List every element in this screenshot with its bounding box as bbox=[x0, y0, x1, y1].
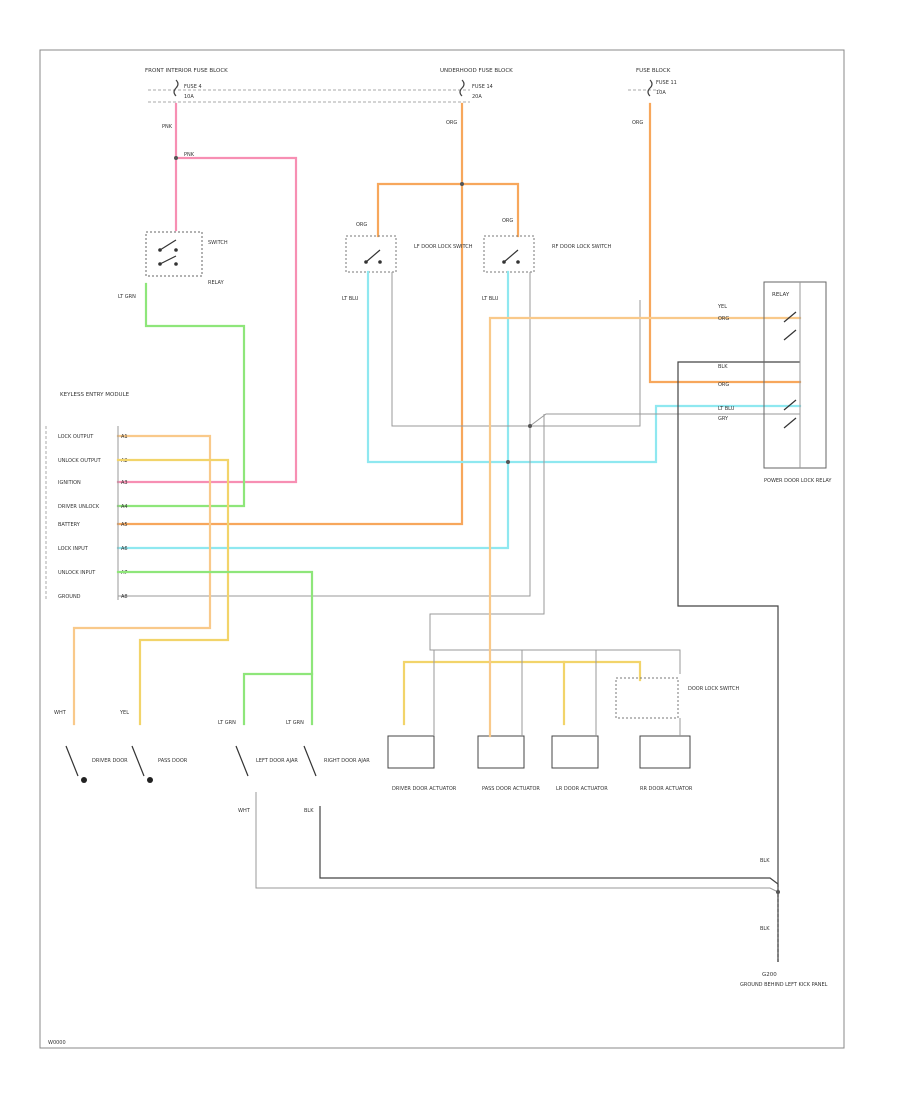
actuator-1-label: DRIVER DOOR ACTUATOR bbox=[392, 786, 457, 792]
relay-pin-labels: YEL ORG BLK ORG LT BLU GRY bbox=[717, 304, 735, 422]
fuse-left-a: FUSE 4 bbox=[184, 84, 202, 90]
svg-text:YEL: YEL bbox=[717, 304, 727, 310]
wire-cyan bbox=[116, 270, 802, 550]
fuse-left-icon bbox=[173, 79, 179, 97]
wire-gray bbox=[118, 272, 800, 674]
fuse-right-icon bbox=[647, 79, 653, 97]
right-relay-title: RELAY bbox=[772, 292, 790, 298]
left-relay bbox=[145, 231, 203, 277]
fuse-mid-icon bbox=[459, 79, 465, 97]
wire-label-blk-2: BLK bbox=[760, 858, 770, 864]
fuse-right-a: FUSE 11 bbox=[656, 80, 677, 86]
module-pin-number: A5 bbox=[121, 522, 128, 528]
actuator-wires bbox=[433, 648, 681, 738]
svg-text:LT BLU: LT BLU bbox=[718, 406, 735, 412]
lf-door-lock-switch bbox=[345, 235, 397, 273]
svg-text:ORG: ORG bbox=[718, 382, 729, 388]
ground-run bbox=[255, 792, 780, 962]
module-pin-label: BATTERY bbox=[58, 522, 81, 528]
svg-text:GRY: GRY bbox=[718, 416, 729, 422]
svg-text:ORG: ORG bbox=[718, 316, 729, 322]
junction-dot bbox=[174, 156, 178, 160]
module-pin-number: A3 bbox=[121, 480, 128, 486]
fuse-rails bbox=[148, 89, 660, 103]
rf-door-lock-label: RF DOOR LOCK SWITCH bbox=[552, 244, 611, 250]
wire-label-wht-2: WHT bbox=[238, 808, 251, 814]
diagram-frame bbox=[39, 49, 845, 1049]
wire-green-1 bbox=[116, 282, 246, 508]
right-relay-box bbox=[763, 281, 827, 469]
actuator-2-label: PASS DOOR ACTUATOR bbox=[482, 786, 540, 792]
ground-desc: GROUND BEHIND LEFT KICK PANEL bbox=[740, 982, 828, 988]
wire-label-pnk-1: PNK bbox=[162, 124, 173, 130]
module-pin-number: A8 bbox=[121, 594, 128, 600]
wire-label-org-1: ORG bbox=[446, 120, 457, 126]
wire-label-ltgrn-1: LT GRN bbox=[118, 294, 136, 300]
wire-label-org-4: ORG bbox=[632, 120, 643, 126]
fuse-block-left-label: FRONT INTERIOR FUSE BLOCK bbox=[145, 68, 228, 74]
module-pin-label: LOCK OUTPUT bbox=[58, 434, 94, 440]
junction-dot bbox=[506, 460, 510, 464]
actuator-3-label: LR DOOR ACTUATOR bbox=[556, 786, 608, 792]
actuators bbox=[387, 677, 691, 769]
footer-code: W0000 bbox=[48, 1040, 66, 1046]
wire-black-right bbox=[677, 361, 800, 962]
module-pin-label: UNLOCK OUTPUT bbox=[58, 458, 102, 464]
module-pin-label: LOCK INPUT bbox=[58, 546, 89, 552]
actuator-switch-label: DOOR LOCK SWITCH bbox=[688, 686, 740, 692]
wire-label-wht-1: WHT bbox=[54, 710, 67, 716]
module-pin-label: IGNITION bbox=[58, 480, 81, 486]
pass-door-label: PASS DOOR bbox=[158, 758, 188, 764]
wire-label-yel-1: YEL bbox=[119, 710, 129, 716]
wire-yellow bbox=[116, 458, 642, 726]
bottom-left-switches bbox=[65, 745, 317, 783]
driver-door-label: DRIVER DOOR bbox=[92, 758, 128, 764]
module-title: KEYLESS ENTRY MODULE bbox=[60, 392, 130, 398]
wire-label-org-2: ORG bbox=[356, 222, 367, 228]
wire-label-org-3: ORG bbox=[502, 218, 513, 224]
fuse-block-mid-label: UNDERHOOD FUSE BLOCK bbox=[440, 68, 513, 74]
wire-green-2 bbox=[116, 570, 314, 726]
fuse-mid-a: FUSE 14 bbox=[472, 84, 493, 90]
ajar-left-label: LEFT DOOR AJAR bbox=[256, 758, 298, 764]
module-pin-number: A1 bbox=[121, 434, 128, 440]
junction-dot bbox=[528, 424, 532, 428]
rf-door-lock-switch bbox=[483, 235, 535, 273]
fuse-block-right-label: FUSE BLOCK bbox=[636, 68, 671, 74]
wire-label-ltblu-2: LT BLU bbox=[482, 296, 499, 302]
wire-label-ltgrn-3: LT GRN bbox=[286, 720, 304, 726]
module-pin-number: A6 bbox=[121, 546, 128, 552]
junction-dot bbox=[460, 182, 464, 186]
module-pin-label: UNLOCK INPUT bbox=[58, 570, 96, 576]
fuse-right-b: 10A bbox=[656, 90, 666, 96]
wire-label-blk-1: BLK bbox=[304, 808, 314, 814]
wire-label-ltblu-1: LT BLU bbox=[342, 296, 359, 302]
module-pin-number: A4 bbox=[121, 504, 128, 510]
ajar-right-label: RIGHT DOOR AJAR bbox=[324, 758, 370, 764]
wire-pink bbox=[116, 102, 298, 484]
right-relay-desc: POWER DOOR LOCK RELAY bbox=[764, 478, 832, 484]
wire-lt-orange bbox=[72, 316, 802, 726]
wire-label-pnk-2: PNK bbox=[184, 152, 195, 158]
lf-door-lock-label: LF DOOR LOCK SWITCH bbox=[414, 244, 473, 250]
module-pin-label: GROUND bbox=[58, 594, 81, 600]
module-pin-label: DRIVER UNLOCK bbox=[58, 504, 100, 510]
wire-label-blk-3: BLK bbox=[760, 926, 770, 932]
actuator-4-label: RR DOOR ACTUATOR bbox=[640, 786, 693, 792]
wire-label-ltgrn-2: LT GRN bbox=[218, 720, 236, 726]
left-relay-label-a: SWITCH bbox=[208, 240, 228, 246]
fuse-left-b: 10A bbox=[184, 94, 194, 100]
ground-label: G200 bbox=[762, 972, 777, 978]
svg-text:BLK: BLK bbox=[718, 364, 728, 370]
left-relay-label-b: RELAY bbox=[208, 280, 225, 286]
fuse-icons bbox=[173, 79, 653, 97]
fuse-mid-b: 20A bbox=[472, 94, 482, 100]
wire-orange-2 bbox=[648, 102, 802, 384]
wire-orange-1 bbox=[116, 102, 520, 526]
